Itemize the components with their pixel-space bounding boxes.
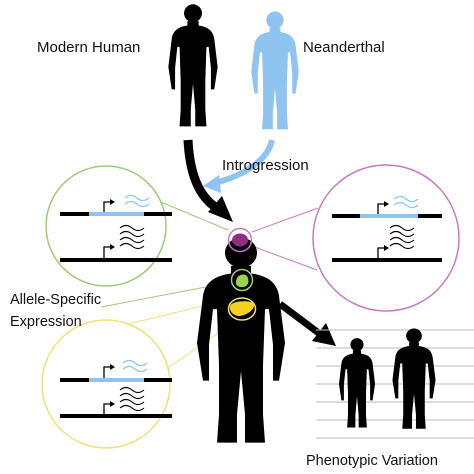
introgression-arrow-head (203, 175, 221, 193)
gene-promoter-arrow-icon (377, 247, 385, 258)
phenotype-arrow-head (312, 323, 336, 346)
modern-human-silhouette (168, 4, 218, 127)
phenotypic-variation-panel: Phenotypic Variation (306, 328, 474, 469)
lung-organ (236, 274, 249, 288)
mrna-transcript-squiggle-icon (119, 386, 145, 412)
chromosome-bar (60, 414, 172, 418)
gene-promoter-arrowhead-icon (384, 245, 389, 251)
liver-organ (229, 301, 255, 316)
lung-callout-line-top (155, 199, 229, 231)
allele-specific-label: Allele-Specific (10, 292, 101, 308)
gene-promoter-arrow-icon (103, 201, 111, 212)
lung-callout-circle (45, 165, 167, 287)
neanderthal-allele-segment (89, 212, 144, 216)
neanderthal-label: Neanderthal (303, 39, 385, 56)
mrna-transcript-squiggle-icon (389, 224, 415, 250)
brain-callout-line-top (251, 207, 319, 233)
mrna-transcript-squiggle-icon (122, 359, 148, 373)
gene-promoter-arrowhead-icon (110, 199, 115, 205)
short-individual-silhouette (338, 338, 376, 428)
liver-highlight-ring (227, 297, 257, 321)
mrna-transcript-squiggle-icon (119, 224, 145, 250)
gene-promoter-arrow-icon (103, 246, 111, 258)
liver-callout-circle (41, 319, 171, 449)
chromosome-bar (332, 258, 442, 262)
lung-expression-callout (45, 165, 172, 287)
mrna-transcript-squiggle-icon (124, 194, 150, 208)
central-human-silhouette (197, 227, 285, 443)
brain-callout-circle (312, 164, 460, 312)
gene-promoter-arrowhead-icon (110, 401, 115, 407)
gene-promoter-arrowhead-icon (110, 364, 115, 370)
gene-promoter-arrowhead-icon (110, 244, 115, 250)
liver-expression-callout (41, 319, 172, 449)
neanderthal-allele-segment (89, 378, 144, 382)
chromosome-bar (60, 258, 172, 262)
brain-highlight-ring (227, 227, 253, 253)
neanderthal-silhouette (251, 11, 299, 130)
descent-arrow-head (208, 196, 233, 222)
gene-promoter-arrow-icon (103, 366, 111, 378)
neanderthal-allele-segment (360, 214, 418, 218)
expression-label: Expression (10, 314, 82, 330)
descent-arrow-shaft (183, 139, 223, 214)
tall-individual-silhouette (392, 328, 436, 429)
gene-promoter-arrowhead-icon (384, 201, 389, 207)
phenotype-arrow-shaft (277, 301, 323, 337)
brain-expression-callout (312, 164, 460, 312)
lung-highlight-ring (230, 268, 254, 292)
brain-organ (232, 233, 248, 247)
modern-human-label: Modern Human (37, 39, 140, 56)
introgression-label: Introgression (222, 157, 309, 174)
mrna-transcript-squiggle-icon (393, 195, 419, 209)
brain-callout-line-bottom (251, 245, 318, 271)
gene-promoter-arrow-icon (103, 403, 111, 414)
central-human-body (197, 237, 285, 443)
introgression-arrow-shaft (214, 139, 275, 186)
gene-promoter-arrow-icon (377, 203, 385, 214)
phenotypic-variation-label: Phenotypic Variation (306, 453, 438, 469)
